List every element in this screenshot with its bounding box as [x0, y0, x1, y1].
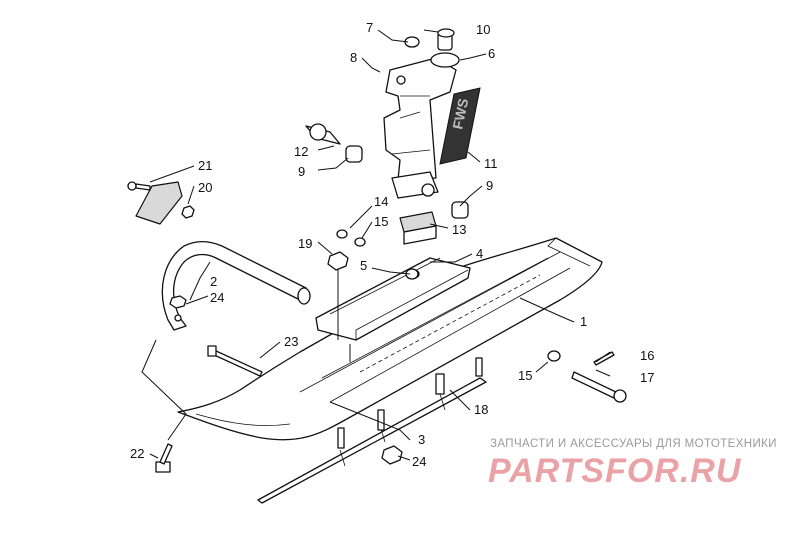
bushing-12 [305, 123, 341, 145]
nut-24b [381, 445, 403, 465]
callout-20: 20 [198, 180, 212, 195]
callout-15b: 15 [518, 368, 532, 383]
callout-23: 23 [284, 334, 298, 349]
callout-5: 5 [360, 258, 367, 273]
callout-4: 4 [476, 246, 483, 261]
callout-labels: 1 2 3 4 5 6 7 8 9 9 10 11 12 13 14 15 15… [130, 20, 654, 469]
callout-12: 12 [294, 144, 308, 159]
washer-15a [354, 237, 366, 247]
callout-21: 21 [198, 158, 212, 173]
bushing-9b [451, 201, 469, 219]
bolt-23 [207, 345, 263, 377]
callout-22: 22 [130, 446, 144, 461]
nut-19 [327, 251, 349, 271]
carbide-runner [257, 357, 487, 504]
pin-16 [593, 351, 615, 366]
lower-bracket [391, 171, 439, 199]
washer-15b [547, 350, 561, 362]
bumper-bracket [127, 181, 195, 225]
washer-14 [336, 229, 348, 239]
leader-lines [141, 29, 611, 461]
watermark-subtitle: ЗАПЧАСТИ И АКСЕССУАРЫ ДЛЯ МОТОТЕХНИКИ [490, 438, 777, 450]
callout-1: 1 [580, 314, 587, 329]
bolt-17 [571, 371, 627, 403]
callout-3: 3 [418, 432, 425, 447]
callout-9b: 9 [486, 178, 493, 193]
decal-fws: FWS [439, 87, 481, 165]
ski [177, 237, 603, 441]
callout-24a: 24 [210, 290, 224, 305]
spindle-assembly [383, 28, 460, 181]
callout-11: 11 [484, 156, 498, 171]
spacer-block-13 [399, 211, 437, 245]
callout-13: 13 [452, 222, 466, 237]
callout-18: 18 [474, 402, 488, 417]
callout-14: 14 [374, 194, 388, 209]
callout-7: 7 [366, 20, 373, 35]
nut-24a [169, 295, 187, 309]
callout-6: 6 [488, 46, 495, 61]
callout-24b: 24 [412, 454, 426, 469]
watermark-logo: PARTSFOR.RU [488, 452, 742, 490]
bolt-22 [155, 443, 173, 473]
callout-16: 16 [640, 348, 654, 363]
svg-text:FWS: FWS [449, 97, 471, 131]
callout-17: 17 [640, 370, 654, 385]
callout-15a: 15 [374, 214, 388, 229]
callout-9a: 9 [298, 164, 305, 179]
callout-19: 19 [298, 236, 312, 251]
callout-10: 10 [476, 22, 490, 37]
bushing-9a [345, 145, 363, 163]
callout-2: 2 [210, 274, 217, 289]
callout-8: 8 [350, 50, 357, 65]
ski-handle [161, 240, 311, 331]
